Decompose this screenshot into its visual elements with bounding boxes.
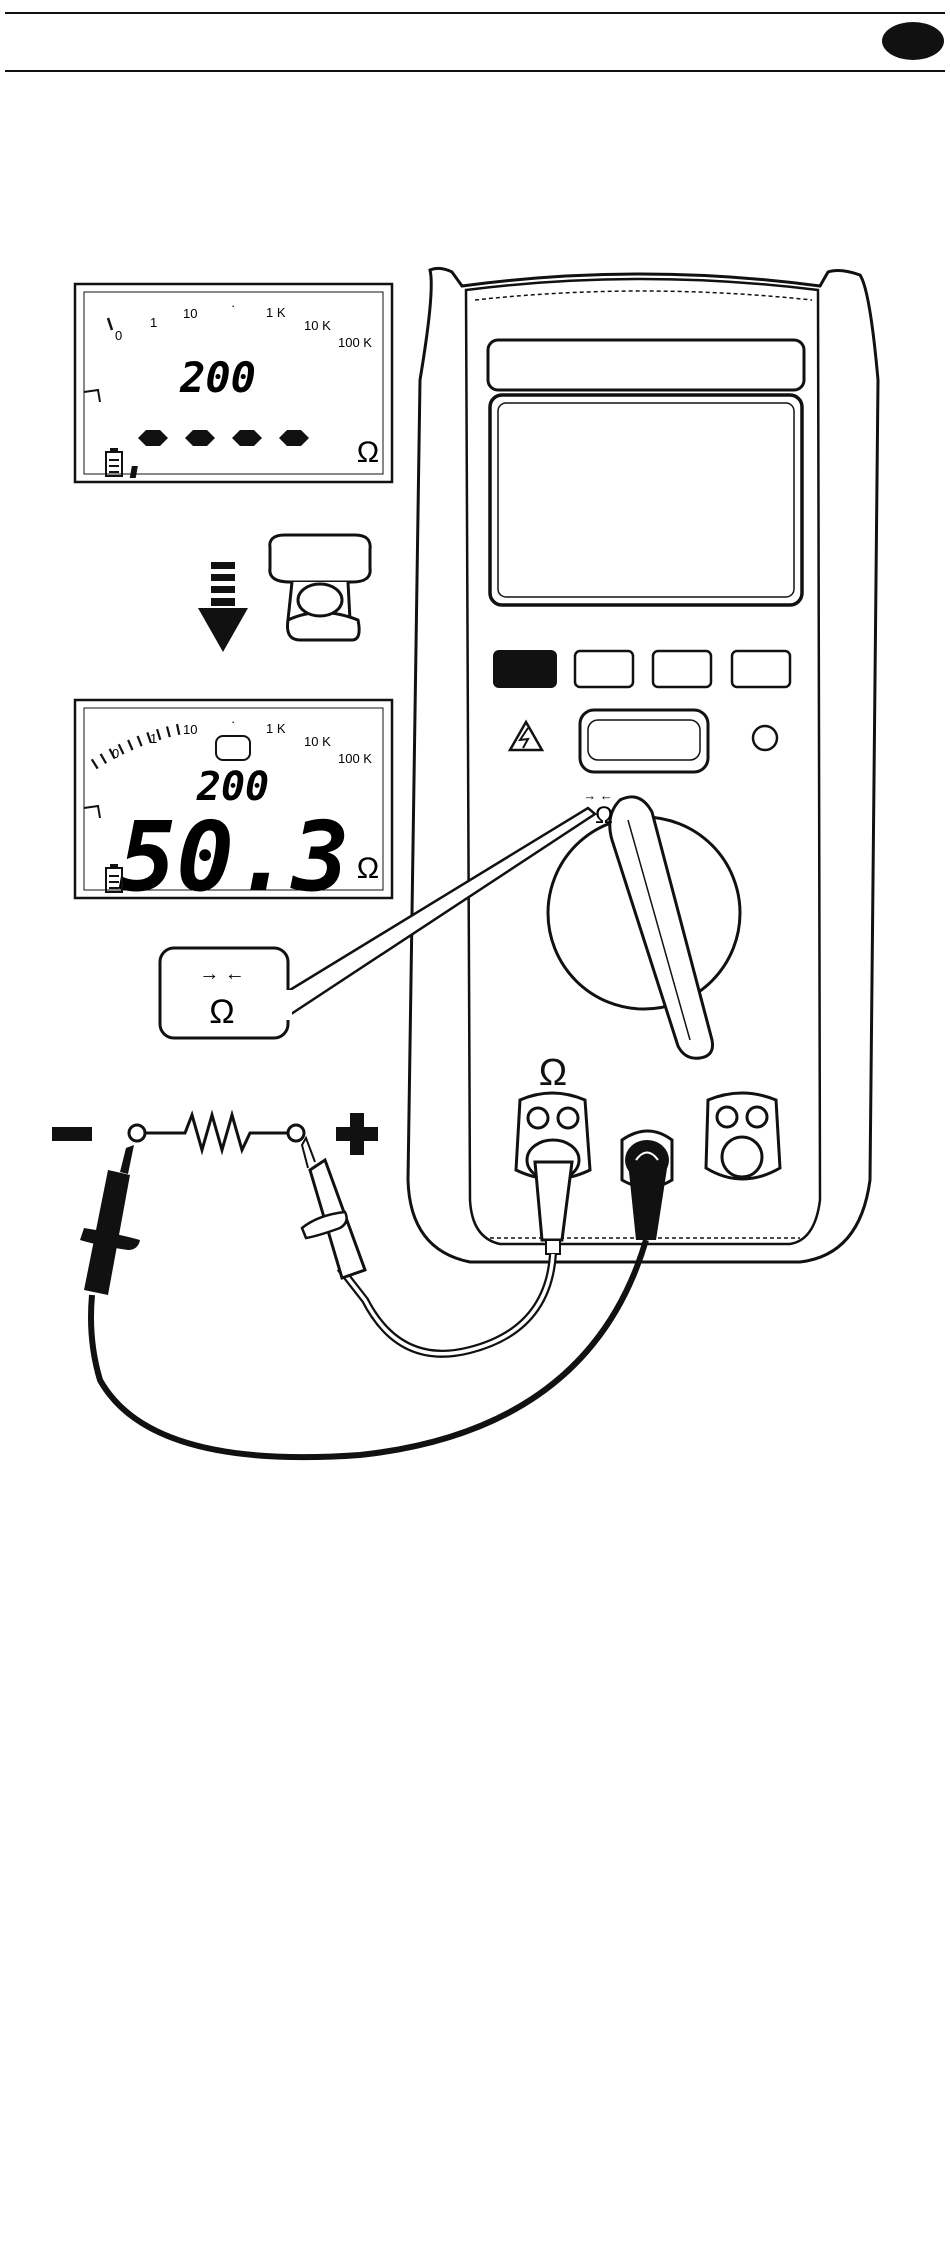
ohm-jack-hole-1 [528, 1108, 548, 1128]
minus-sign [52, 1127, 92, 1141]
dial-position-arrows: → ← [583, 788, 613, 803]
meter-display-inner [498, 403, 794, 597]
red-lead-cable [340, 1254, 553, 1354]
scale-label-1k: 1 K [266, 721, 286, 736]
arrow-down-icon [198, 608, 248, 652]
function-button-2[interactable] [575, 651, 633, 687]
test-button-cap [270, 535, 370, 582]
voltage-jack-hole-2 [747, 1107, 767, 1127]
scale-label-10: 10 [183, 722, 197, 737]
meter-display [490, 395, 802, 605]
lcd-after-reading: 50.3 [118, 801, 349, 913]
scale-label-100k: 100 K [338, 751, 372, 766]
black-probe-tip [120, 1145, 134, 1174]
black-test-probe [80, 1145, 140, 1295]
lcd-after-unit: Ω [357, 852, 379, 885]
multimeter [408, 268, 878, 1262]
callout-arrows: → ← [199, 963, 245, 985]
callout-joint [282, 990, 292, 1020]
scale-label-100k: 100 K [338, 335, 372, 350]
scale-label-10k: 10 K [304, 734, 331, 749]
red-lead-cable-outline [340, 1254, 553, 1354]
body-seam [475, 291, 812, 300]
scale-label-10: 10 [183, 306, 197, 321]
transition-arrow [198, 562, 248, 652]
ohm-jack-hole-2 [558, 1108, 578, 1128]
dial-knob-pointer[interactable] [610, 797, 713, 1058]
test-lead-plugs [527, 1140, 669, 1254]
arrow-stripe-1 [211, 562, 235, 569]
resistor-circuit [129, 1115, 304, 1150]
plus-sign-vertical [350, 1113, 364, 1155]
black-lead-cable [91, 1240, 646, 1457]
rotary-switch[interactable] [548, 797, 740, 1058]
scale-label-dot: · [231, 298, 235, 313]
scale-label-0: 0 [115, 328, 122, 343]
function-button-1[interactable] [494, 651, 556, 687]
test-button-inner [588, 720, 700, 760]
dial-position-ohm: Ω [595, 802, 613, 829]
voltage-jack-hole-1 [717, 1107, 737, 1127]
scale-label-1: 1 [150, 315, 157, 330]
black-plug-body [628, 1162, 668, 1240]
voltage-jack-socket [722, 1137, 762, 1177]
lcd-before-unit: Ω [357, 436, 379, 469]
scale-label-dot: · [231, 714, 235, 729]
ohm-input-label: Ω [539, 1052, 567, 1094]
arrow-stripe-2 [211, 574, 235, 581]
indicator-led [753, 726, 777, 750]
high-voltage-warning-icon [510, 722, 542, 750]
lcd-before: 0 1 10 · 1 K 10 K 100 K 200 Ω [75, 284, 392, 482]
resistor-terminal-right [288, 1125, 304, 1141]
scale-label-10k: 10 K [304, 318, 331, 333]
scale-label-1k: 1 K [266, 305, 286, 320]
red-plug-body [535, 1162, 572, 1240]
red-test-probe [302, 1138, 365, 1278]
press-test-button-icon [270, 535, 370, 640]
lcd-after: 0 1 10 · 1 K 10 K 100 K 200 50.3 Ω [75, 700, 392, 913]
red-probe-tip [302, 1138, 315, 1168]
meter-holster [408, 268, 878, 1262]
resistor-symbol [145, 1115, 288, 1150]
lcd-before-range: 200 [179, 353, 256, 402]
callout-ohm-symbol: Ω [209, 993, 234, 1031]
red-plug-strain [546, 1240, 560, 1254]
finger-press-icon [298, 584, 342, 616]
display-top-window [488, 340, 804, 390]
arrow-stripe-3 [211, 586, 235, 593]
scale-label-0: 0 [112, 746, 119, 761]
resistor-terminal-left [129, 1125, 145, 1141]
scale-label-1: 1 [150, 731, 157, 746]
front-buttons [494, 651, 790, 772]
function-button-4[interactable] [732, 651, 790, 687]
arrow-stem [211, 598, 235, 606]
function-button-3[interactable] [653, 651, 711, 687]
